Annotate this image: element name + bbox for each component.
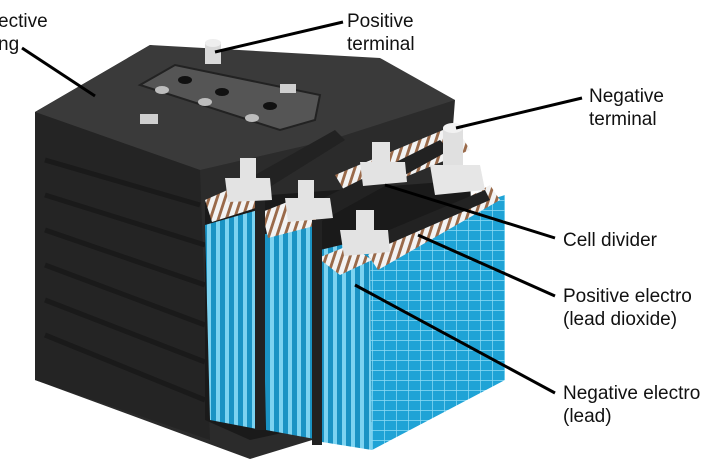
label-positive-electrode: Positive electro (lead dioxide) <box>563 286 692 330</box>
leader-lines <box>21 20 583 395</box>
leader-positive-terminal <box>214 20 344 54</box>
leader-cell-divider <box>384 183 556 240</box>
label-cell-divider: Cell divider <box>563 230 657 251</box>
leader-negative-electrode <box>354 283 556 395</box>
label-positive-terminal: Positive terminal <box>347 11 415 55</box>
battery-casing <box>35 45 470 459</box>
label-negative-terminal: Negative terminal <box>589 86 664 130</box>
leader-positive-electrode <box>417 233 556 298</box>
label-protective-casing: ective ng <box>0 11 48 55</box>
leader-negative-terminal <box>455 96 583 130</box>
terminals <box>205 39 485 256</box>
leader-protective-casing <box>21 46 96 98</box>
label-negative-electrode: Negative electro (lead) <box>563 383 701 427</box>
cutaway-interior <box>205 125 505 450</box>
negative-terminal-post <box>430 123 485 195</box>
